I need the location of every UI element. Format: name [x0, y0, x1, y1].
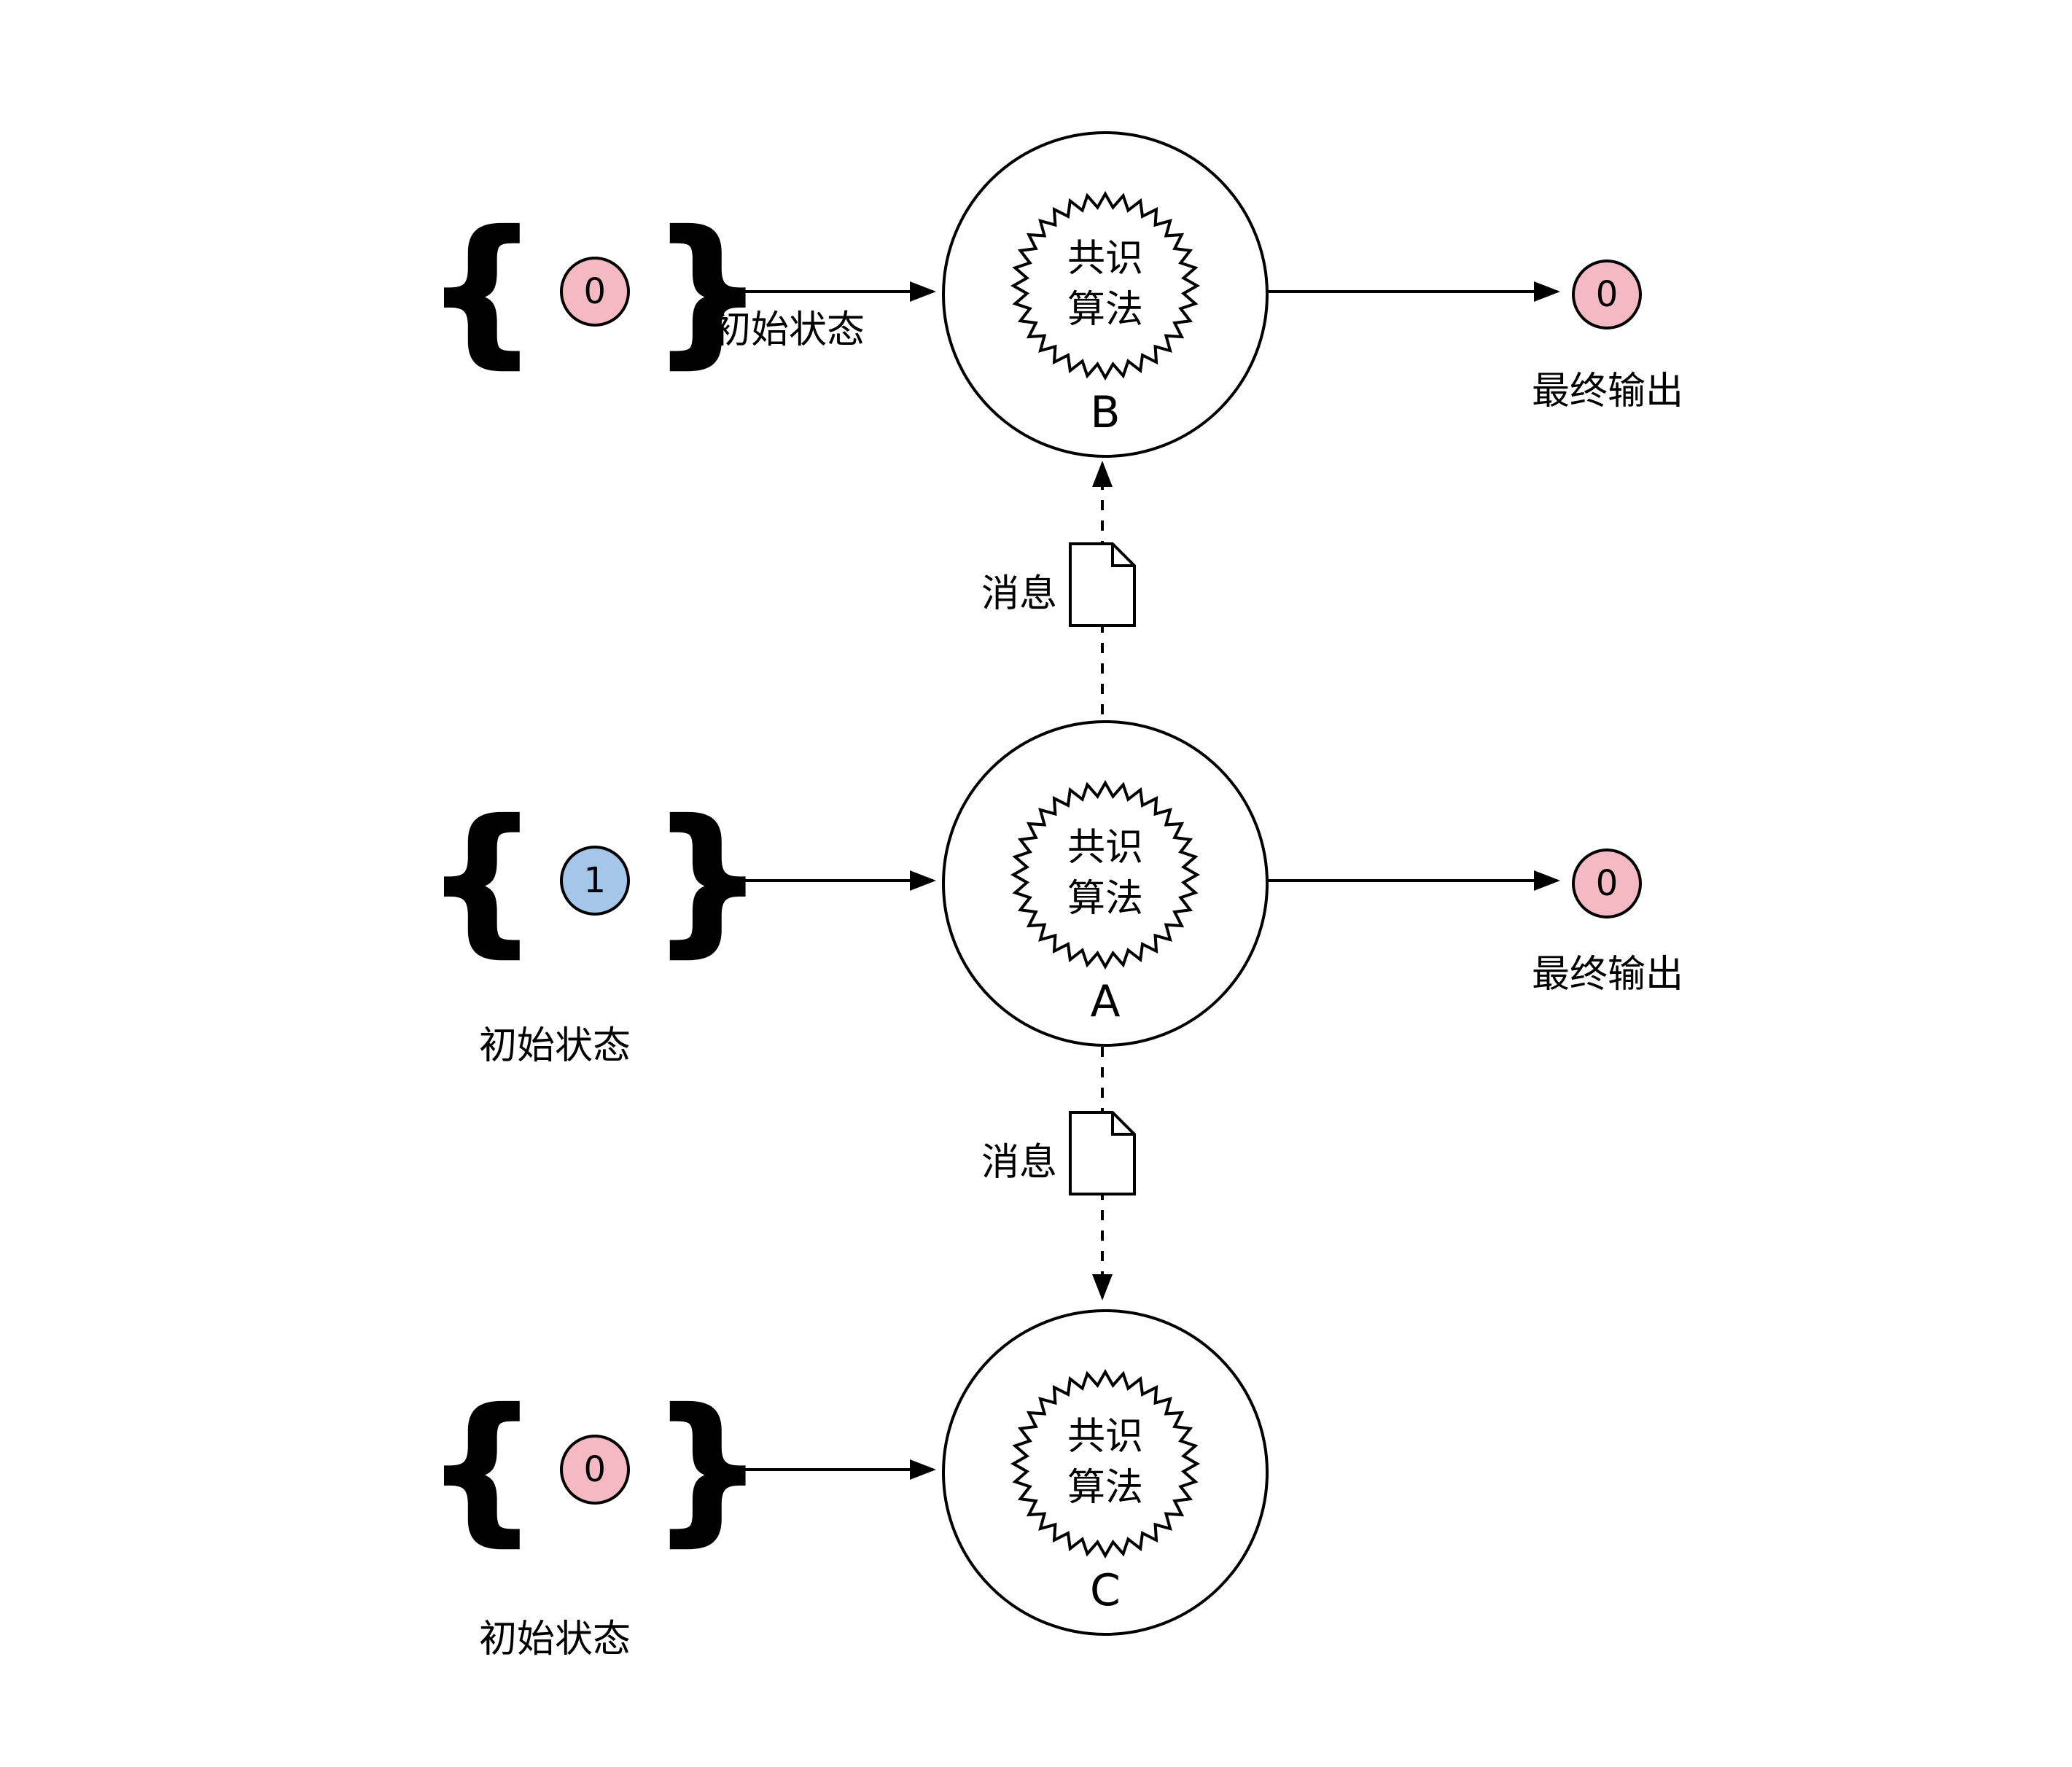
- node-a: 共识 算法 A: [942, 720, 1269, 1047]
- seal-label-a: 共识 算法: [1003, 773, 1207, 977]
- node-c: 共识 算法 C: [942, 1309, 1269, 1636]
- starburst-icon: [1010, 190, 1201, 381]
- output-label-a: 最终输出: [1531, 953, 1683, 997]
- seal-label-c: 共识 算法: [1003, 1362, 1207, 1566]
- initial-state-set-c: { 0 }: [424, 1368, 766, 1572]
- left-brace: {: [424, 789, 540, 971]
- seal-line1: 共识: [1067, 826, 1143, 870]
- message-label-bottom: 消息: [981, 1142, 1057, 1185]
- output-value-b: 0: [1572, 260, 1642, 329]
- node-letter-b: B: [1090, 388, 1121, 439]
- document-icon: [1069, 1111, 1136, 1195]
- state-value-b: 0: [559, 257, 630, 327]
- seal-line2: 算法: [1067, 878, 1143, 921]
- output-label-b: 最终输出: [1531, 370, 1683, 414]
- state-value-a: 1: [559, 846, 630, 916]
- initial-state-label-c: 初始状态: [478, 1618, 631, 1662]
- initial-state-set-b: { 0 }: [424, 190, 766, 394]
- node-b: 共识 算法 B: [942, 131, 1269, 458]
- initial-state-label-a: 初始状态: [478, 1025, 631, 1069]
- left-brace: {: [424, 200, 540, 382]
- seal-line2: 算法: [1067, 1467, 1143, 1510]
- starburst-icon: [1010, 779, 1201, 970]
- message-doc-icon-top: [1069, 542, 1136, 627]
- left-brace: {: [424, 1378, 540, 1560]
- initial-state-label-b: 初始状态: [713, 309, 865, 353]
- node-letter-c: C: [1090, 1566, 1121, 1617]
- node-letter-a: A: [1090, 977, 1121, 1028]
- consensus-seal-a: 共识 算法: [1003, 773, 1207, 977]
- state-value-c: 0: [559, 1435, 630, 1505]
- output-value-a: 0: [1572, 849, 1642, 918]
- right-brace: }: [650, 789, 766, 971]
- initial-state-set-a: { 1 }: [424, 779, 766, 983]
- consensus-seal-c: 共识 算法: [1003, 1362, 1207, 1566]
- starburst-icon: [1010, 1368, 1201, 1559]
- message-label-top: 消息: [981, 573, 1057, 617]
- seal-line1: 共识: [1067, 1415, 1143, 1459]
- right-brace: }: [650, 1378, 766, 1560]
- document-icon: [1069, 542, 1136, 627]
- seal-line1: 共识: [1067, 237, 1143, 281]
- seal-line2: 算法: [1067, 289, 1143, 332]
- message-doc-icon-bottom: [1069, 1111, 1136, 1195]
- consensus-seal-b: 共识 算法: [1003, 184, 1207, 388]
- seal-label-b: 共识 算法: [1003, 184, 1207, 388]
- right-brace: }: [650, 200, 766, 382]
